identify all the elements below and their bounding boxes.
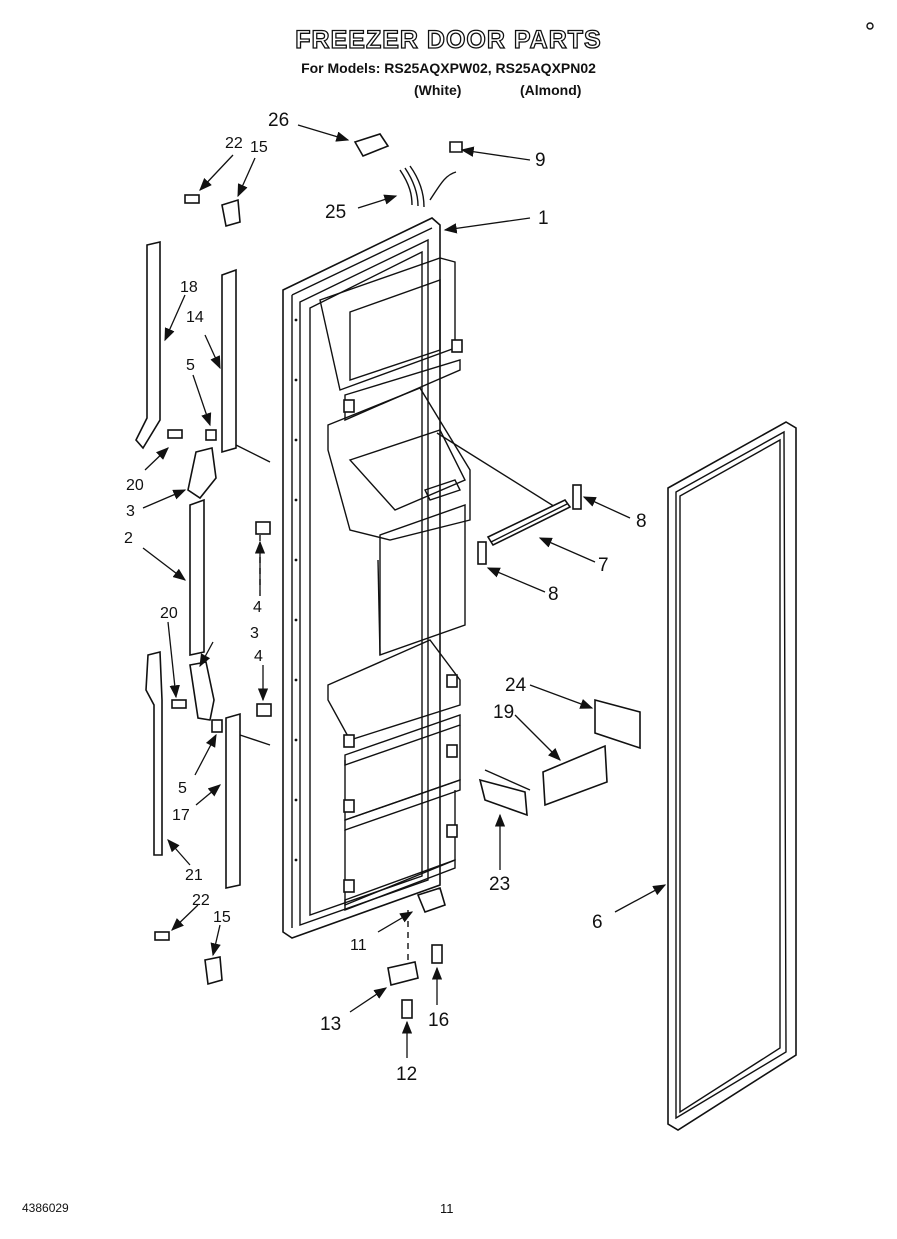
page-title: FREEZER DOOR PARTS: [295, 25, 602, 54]
callout-2: 2: [124, 530, 133, 547]
part-13-hinge: [387, 961, 419, 986]
callout-20-lower: 20: [160, 605, 178, 622]
part-20-lower: [171, 699, 187, 709]
callout-20-upper: 20: [126, 477, 144, 494]
part-23-bracket: [478, 778, 528, 817]
callout-3-upper: 3: [126, 503, 135, 520]
part-5-lower: [211, 719, 223, 733]
part-12-screw: [401, 999, 413, 1019]
callout-8-upper: 8: [636, 511, 647, 532]
callout-22-bottom: 22: [192, 892, 210, 909]
callout-4-lower: 4: [254, 648, 263, 665]
part-22-screw-bottom: [154, 931, 170, 941]
callout-14: 14: [186, 309, 204, 326]
callout-8-lower: 8: [548, 584, 559, 605]
freezer-door-panel: [282, 217, 471, 939]
callout-15-top: 15: [250, 139, 268, 156]
callout-13: 13: [320, 1014, 341, 1035]
part-26-cap: [353, 133, 390, 158]
callout-3-lower: 3: [250, 625, 259, 642]
part-16-screw: [431, 944, 443, 964]
models-line: For Models: RS25AQXPW02, RS25AQXPN02: [301, 60, 596, 76]
part-11-hinge-pin: [416, 886, 446, 914]
color-white-label: (White): [414, 82, 462, 98]
callout-4-upper: 4: [253, 599, 262, 616]
part-4-upper: [255, 521, 271, 535]
callout-labels: 26 9 1 25 22 15 18 14 5 20 3 2 4 20 3 4 …: [124, 110, 647, 1085]
part-17-strip: [225, 712, 241, 889]
callout-5-upper: 5: [186, 357, 195, 374]
door-gasket: [667, 421, 797, 1131]
trim-strip-assembly: [436, 432, 582, 565]
leader-arrows: [142, 124, 667, 1058]
part-3-upper-hinge: [187, 447, 217, 500]
part-15-bracket-top: [221, 198, 241, 228]
color-almond-label: (Almond): [520, 82, 582, 98]
part-2-strip: [189, 498, 205, 656]
door-edge-holes: [294, 318, 298, 862]
callout-15-bottom: 15: [213, 909, 231, 926]
part-20-upper: [167, 429, 183, 439]
callout-9: 9: [535, 150, 546, 171]
callout-1: 1: [538, 208, 549, 229]
callout-24: 24: [505, 675, 527, 696]
part-22-screw-top: [184, 194, 200, 204]
callout-17: 17: [172, 807, 190, 824]
part-18-strip: [135, 240, 161, 450]
part-19-cover: [542, 744, 608, 807]
callout-19: 19: [493, 702, 514, 723]
part-24-bracket: [594, 698, 641, 750]
callout-6: 6: [592, 912, 603, 933]
page-number: 11: [440, 1201, 454, 1216]
callout-23: 23: [489, 874, 510, 895]
callout-5-lower: 5: [178, 780, 187, 797]
part-9-screw: [449, 141, 463, 153]
callout-25: 25: [325, 202, 346, 223]
part-14-strip: [221, 268, 237, 454]
callout-7: 7: [598, 555, 609, 576]
part-15-bracket-bottom: [204, 956, 223, 986]
part-3-lower-hinge: [189, 661, 215, 721]
callout-22-top: 22: [225, 135, 243, 152]
callout-11: 11: [350, 937, 367, 954]
callout-16: 16: [428, 1010, 449, 1031]
part-5-upper: [205, 429, 217, 441]
callout-21: 21: [185, 867, 203, 884]
part-4-lower: [256, 703, 272, 717]
document-number: 4386029: [22, 1201, 69, 1215]
callout-26: 26: [268, 110, 289, 131]
part-20-lower-strip: [145, 650, 163, 856]
callout-12: 12: [396, 1064, 417, 1085]
part-25-wiring: [399, 165, 457, 208]
callout-18: 18: [180, 279, 198, 296]
